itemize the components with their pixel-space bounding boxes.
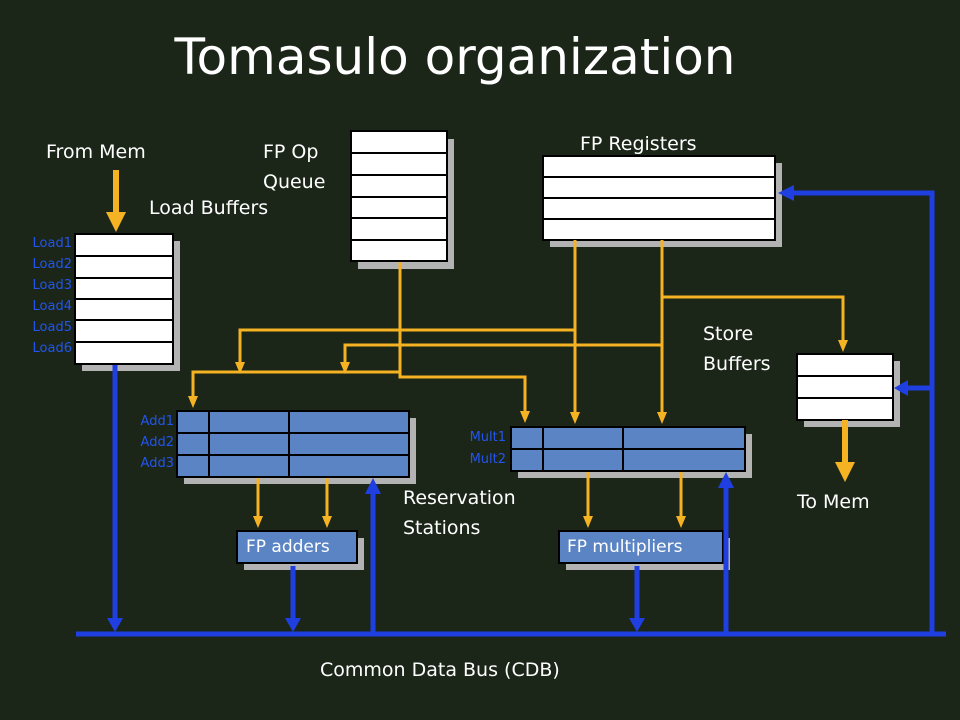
common-data-bus xyxy=(76,190,946,637)
fp-adders-label: FP adders xyxy=(246,537,330,557)
load-slot-label: Load1 xyxy=(32,236,72,251)
mult-slot-label: Mult1 xyxy=(469,430,506,445)
to-mem-label: To Mem xyxy=(797,491,870,513)
fp-op-queue-label-2: Queue xyxy=(263,171,326,193)
load-buffers xyxy=(74,233,180,371)
cdb-label: Common Data Bus (CDB) xyxy=(320,659,560,681)
bus-arrowheads xyxy=(107,185,908,632)
reservation-stations-label-2: Stations xyxy=(403,517,481,539)
from-mem-label: From Mem xyxy=(46,141,146,163)
add-slot-label: Add2 xyxy=(140,435,174,450)
load-slot-label: Load2 xyxy=(32,257,72,272)
add-slot-label: Add1 xyxy=(140,414,174,429)
add-slot-label: Add3 xyxy=(140,456,174,471)
fp-adders-unit xyxy=(236,530,364,570)
page-title: Tomasulo organization xyxy=(174,28,736,86)
mult-slot-label: Mult2 xyxy=(469,452,506,467)
fp-registers-label: FP Registers xyxy=(580,133,697,155)
fp-multipliers-unit xyxy=(558,530,730,570)
fp-op-queue xyxy=(350,130,454,269)
wire-arrowheads xyxy=(188,340,848,528)
fp-registers xyxy=(542,155,782,247)
fp-multipliers-label: FP multipliers xyxy=(567,537,683,557)
add-reservation-stations xyxy=(176,410,416,484)
load-slot-label: Load5 xyxy=(32,320,72,335)
store-buffers xyxy=(796,353,900,427)
load-buffers-label: Load Buffers xyxy=(149,197,269,219)
store-buffers-label-2: Buffers xyxy=(703,353,771,375)
reservation-stations-label-1: Reservation xyxy=(403,487,516,509)
load-slot-label: Load3 xyxy=(32,278,72,293)
mult-reservation-stations xyxy=(510,426,752,478)
store-buffers-label-1: Store xyxy=(703,323,754,345)
fp-op-queue-label-1: FP Op xyxy=(263,141,319,163)
load-slot-label: Load4 xyxy=(32,299,72,314)
operand-wires xyxy=(191,240,845,516)
memory-arrows xyxy=(106,170,855,482)
load-slot-label: Load6 xyxy=(32,341,72,356)
